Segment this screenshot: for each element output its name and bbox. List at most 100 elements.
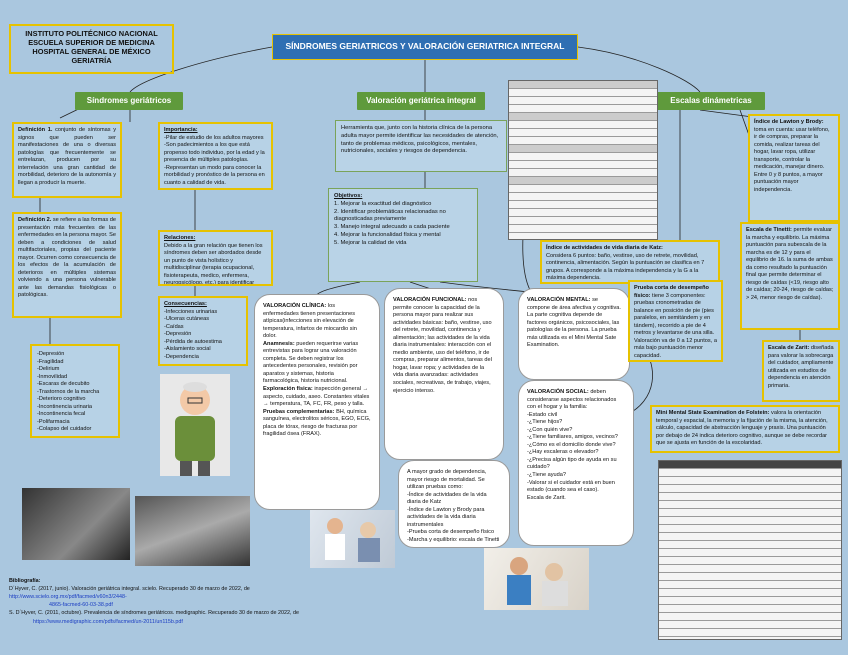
katz-text: Considera 6 puntos: baño, vestirse, uso … bbox=[546, 252, 705, 282]
definicion-2-label: Definición 2. bbox=[18, 217, 52, 223]
list-item: -Delirium bbox=[37, 366, 60, 373]
list-item: -Índice de actividades de la vida diaria… bbox=[407, 491, 487, 506]
bibliography-label: Bibliografía: bbox=[9, 578, 41, 584]
definicion-1-text: conjunto de síntomas y signos que pueden… bbox=[18, 127, 116, 186]
list-item: -Aislamiento social bbox=[164, 346, 211, 353]
list-item: -Dependencia bbox=[164, 353, 199, 360]
zarit-label: Escala de Zarit: bbox=[768, 345, 810, 351]
list-item: -Incontinencia fecal bbox=[37, 411, 86, 418]
katz-label: Índice de actividades de vida diaria de … bbox=[546, 245, 663, 251]
reference-2-link[interactable]: https://www.medigraphic.com/pdfs/facmed/… bbox=[33, 618, 183, 625]
social-list: -Estado civil-¿Tiene hijos?-¿Con quién v… bbox=[527, 412, 625, 503]
list-item: -Estado civil bbox=[527, 411, 558, 418]
definicion-2-text: se refiere a las formas de presentación … bbox=[18, 217, 116, 299]
importancia-label: Importancia: bbox=[164, 127, 198, 133]
elderly-portrait-photo bbox=[135, 496, 250, 566]
caregiver-illustration bbox=[507, 557, 568, 606]
importancia-list: -Pilar de estudio de los adultos mayores… bbox=[164, 135, 267, 188]
list-item: -Incontinencia urinaria bbox=[37, 403, 93, 410]
nurse-patient-illustration bbox=[325, 518, 380, 562]
clinica-label: VALORACIÓN CLÍNICA: bbox=[263, 303, 327, 309]
social-label: VALORACIÓN SOCIAL: bbox=[527, 389, 589, 395]
header-sindromes: Síndromes geriátricos bbox=[75, 92, 183, 110]
institution-line-4: GERIATRÍA bbox=[71, 55, 112, 65]
list-item: -¿Hay escaleras o elevador? bbox=[527, 449, 599, 456]
sindromes-list: -Depresión-Fragilidad-Delirium-Inmovilid… bbox=[37, 351, 113, 434]
list-item: -Trastornos de la marcha bbox=[37, 388, 100, 395]
list-item: 2. Identificar problemáticas relacionada… bbox=[334, 208, 446, 223]
reference-1: D´Hyver, C. (2017, junio). Valoración ge… bbox=[9, 586, 250, 593]
list-item: 5. Mejorar la calidad de vida bbox=[334, 239, 407, 246]
tinetti-box: Escala de Tinetti: permite evaluar la ma… bbox=[740, 222, 840, 330]
list-item: -Depresión bbox=[164, 331, 192, 338]
list-item: 1. Mejorar la exactitud del diagnóstico bbox=[334, 200, 432, 207]
lawton-label: Índice de Lawton y Brody: bbox=[754, 119, 824, 125]
clinica-text: los enfermedades tienen presentaciones a… bbox=[263, 303, 357, 340]
anamnesis-text: pueden requerirse varias entrevistas par… bbox=[263, 340, 359, 385]
prueba-corta-box: Prueba corta de desempeño físico: tiene … bbox=[628, 280, 723, 362]
vgi-intro-text: Herramienta que, junto con la historia c… bbox=[341, 125, 499, 155]
pruebas-text: BH, química sanguínea, electrolitos séri… bbox=[263, 408, 371, 438]
consecuencias-box: Consecuencias: -Infecciones urinarias-Ul… bbox=[158, 296, 248, 366]
list-item: -Colapso del cuidador bbox=[37, 426, 92, 433]
definicion-2-box: Definición 2. se refiere a las formas de… bbox=[12, 212, 122, 318]
mmse-label: Mini Mental State Examination de Folstei… bbox=[656, 410, 770, 416]
page-title: SÍNDROMES GERIATRICOS Y VALORACIÓN GERIA… bbox=[272, 34, 578, 60]
institution-line-1: INSTITUTO POLITÉCNICO NACIONAL bbox=[25, 29, 158, 38]
katz-table-image bbox=[508, 80, 658, 240]
valoracion-mental-box: VALORACIÓN MENTAL: se compone de área af… bbox=[518, 288, 630, 380]
reference-1-link[interactable]: http://www.scielo.org.mx/pdf/facmed/v60n… bbox=[9, 594, 127, 601]
consecuencias-list: -Infecciones urinarias-Ulceras cutáneas-… bbox=[164, 309, 242, 362]
elderly-head-photo bbox=[22, 488, 130, 560]
grado-text: A mayor grado de dependencia, mayor ries… bbox=[407, 469, 487, 491]
grado-dependencia-box: A mayor grado de dependencia, mayor ries… bbox=[398, 460, 510, 548]
anamnesis-label: Anamnesis: bbox=[263, 340, 295, 347]
objetivos-label: Objetivos: bbox=[334, 193, 363, 199]
mmse-table-image bbox=[658, 460, 842, 640]
grado-list: -Índice de actividades de la vida diaria… bbox=[407, 492, 501, 545]
list-item: -Marcha y equilibrio: escala de Tinetti bbox=[407, 536, 500, 543]
social-text: deben considerarse aspectos relacionados… bbox=[527, 389, 617, 411]
list-item: -Escaras de decubito bbox=[37, 381, 90, 388]
funcional-text: nos permite conocer la capacidad de la p… bbox=[393, 297, 492, 394]
zarit-text: diseñada para valorar la sobrecarga del … bbox=[768, 345, 834, 389]
header-escalas: Escalas dinámetricas bbox=[657, 92, 765, 110]
relaciones-text: Debido a la gran relación que tienen los… bbox=[164, 242, 263, 286]
reference-1-link-cont[interactable]: 4865-facmed-60-03-38.pdf bbox=[49, 602, 113, 609]
pruebas-label: Pruebas complementarias: bbox=[263, 408, 335, 415]
list-item: 4. Mejorar la funcionalidad física y men… bbox=[334, 232, 441, 239]
list-item: -Son padecimientos a los que está propen… bbox=[164, 142, 265, 164]
list-item: -Fragilidad bbox=[37, 358, 64, 365]
mental-text: se compone de área afectiva y cognitiva.… bbox=[527, 297, 621, 349]
list-item: Escala de Zarit. bbox=[527, 494, 566, 501]
zarit-box: Escala de Zarit: diseñada para valorar l… bbox=[762, 340, 840, 402]
definicion-1-label: Definición 1. bbox=[18, 127, 53, 133]
list-item: -Pérdida de autoestima bbox=[164, 338, 222, 345]
list-item: -Caídas bbox=[164, 323, 184, 330]
list-item: -Depresión bbox=[37, 351, 65, 357]
caregiver-photo bbox=[484, 548, 589, 610]
mmse-text: valora la orientación temporal y espacia… bbox=[656, 410, 828, 447]
list-item: -Ulceras cutáneas bbox=[164, 316, 210, 323]
lawton-text: toma en cuenta: usar teléfono, ir de com… bbox=[754, 126, 830, 193]
consecuencias-label: Consecuencias: bbox=[164, 301, 207, 307]
exploracion-text: inspección general → aspecto, cuidado, a… bbox=[263, 386, 370, 408]
list-item: -¿Tiene familiares, amigos, vecinos? bbox=[527, 434, 618, 441]
katz-box: Índice de actividades de vida diaria de … bbox=[540, 240, 720, 284]
list-item: -¿Tiene hijos? bbox=[527, 419, 563, 426]
header-valoracion: Valoración geriátrica integral bbox=[357, 92, 485, 110]
relaciones-label: Relaciones: bbox=[164, 235, 196, 241]
list-item: -Índice de Lawton y Brody para actividad… bbox=[407, 506, 485, 528]
mmse-box: Mini Mental State Examination de Folstei… bbox=[650, 405, 840, 453]
funcional-label: VALORACIÓN FUNCIONAL: bbox=[393, 297, 467, 303]
blood-pressure-photo bbox=[310, 510, 395, 568]
exploracion-label: Exploración física: bbox=[263, 386, 313, 393]
elderly-man-cartoon-image bbox=[160, 374, 230, 476]
relaciones-box: Relaciones: Debido a la gran relación qu… bbox=[158, 230, 273, 286]
list-item: -Infecciones urinarias bbox=[164, 308, 218, 315]
institution-line-3: HOSPITAL GENERAL DE MÉXICO bbox=[32, 46, 151, 56]
tinetti-label: Escala de Tinetti: bbox=[746, 227, 792, 233]
definicion-1-box: Definición 1. conjunto de síntomas y sig… bbox=[12, 122, 122, 198]
list-item: -¿Precisa algún tipo de ayuda en su cuid… bbox=[527, 456, 617, 471]
